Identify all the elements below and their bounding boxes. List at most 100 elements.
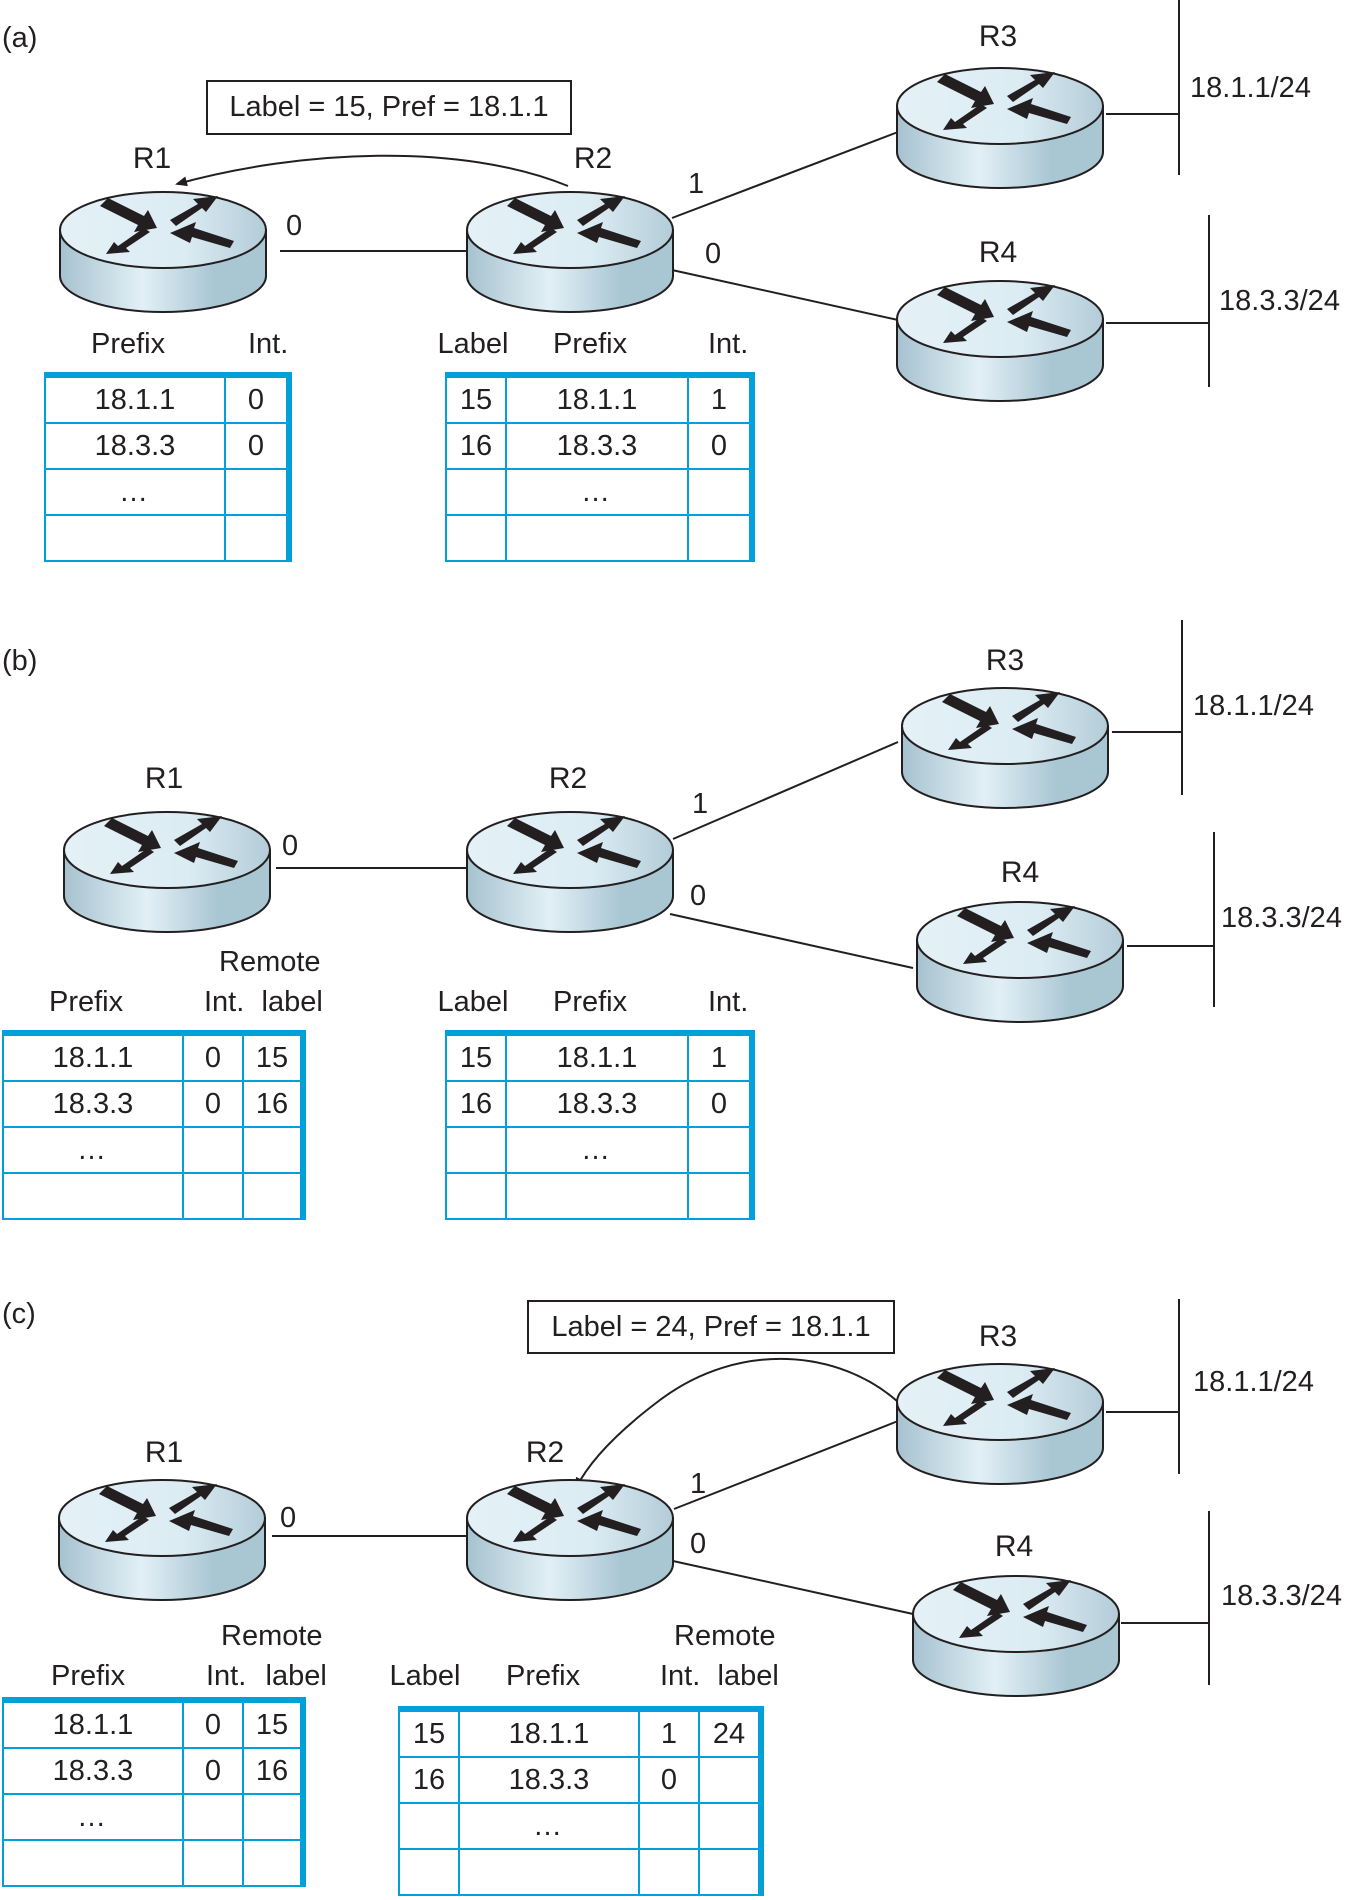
link-r2-r4-a: [671, 269, 899, 321]
table-cell: [698, 1802, 762, 1850]
table-cell: …: [2, 1126, 184, 1174]
panel-label-a: (a): [2, 22, 38, 54]
router-name-r4-a: R4: [978, 236, 1018, 269]
table-cell: [698, 1848, 762, 1896]
router-icon-r4-b[interactable]: [915, 896, 1125, 1024]
label-advertisement-c: Label = 24, Pref = 18.1.1: [527, 1300, 895, 1354]
table-cell: 0: [638, 1756, 700, 1804]
link-r2-r4-c: [672, 1560, 914, 1615]
table-row: [445, 1172, 753, 1220]
table-cell: 18.1.1: [505, 1032, 689, 1082]
interface-label-r2-0-c: 0: [690, 1528, 707, 1560]
table-cell: [445, 514, 507, 562]
interface-label-r1-0-b: 0: [282, 830, 299, 862]
router-icon-r1-c[interactable]: [57, 1474, 267, 1602]
table-cell: …: [458, 1802, 640, 1850]
interface-label-r1-0-a: 0: [286, 210, 303, 242]
r2-table-header-label-a: Label: [437, 328, 509, 360]
table-cell: 16: [242, 1080, 304, 1128]
table-cell: [445, 468, 507, 516]
table-cell: [182, 1172, 244, 1220]
router-icon-r2-c[interactable]: [465, 1474, 675, 1602]
panel-label-c: (c): [2, 1298, 36, 1330]
router-name-r2-c: R2: [525, 1436, 565, 1469]
table-row: …: [44, 468, 290, 516]
network-label-18-1-1-c: 18.1.1/24: [1193, 1366, 1314, 1398]
r2-table-header-prefix-a: Prefix: [553, 328, 628, 360]
label-advertisement-a: Label = 15, Pref = 18.1.1: [206, 80, 572, 135]
table-cell: [398, 1802, 460, 1850]
table-cell: 0: [224, 422, 290, 470]
table-cell: 18.3.3: [2, 1747, 184, 1795]
table-cell: [445, 1126, 507, 1174]
network-label-18-3-3-b: 18.3.3/24: [1221, 902, 1342, 934]
table-cell: 0: [687, 422, 753, 470]
router-icon-r3-a[interactable]: [895, 62, 1105, 190]
table-cell: 1: [687, 1032, 753, 1082]
network-label-18-1-1-b: 18.1.1/24: [1193, 690, 1314, 722]
r1-table-header-prefix-b: Prefix: [49, 986, 124, 1018]
router-icon-r2-a[interactable]: [465, 186, 675, 314]
r1-table-header-int-b: Int.: [204, 986, 245, 1018]
table-cell: 24: [698, 1708, 762, 1758]
table-row: …: [2, 1126, 304, 1174]
table-cell: 18.1.1: [2, 1032, 184, 1082]
r2-table-header-int-c: Int.: [660, 1660, 701, 1692]
table-cell: [224, 514, 290, 562]
router-icon-r3-c[interactable]: [895, 1358, 1105, 1486]
table-cell: [182, 1839, 244, 1887]
table-cell: [242, 1839, 304, 1887]
r2-table-header-prefix-b: Prefix: [553, 986, 628, 1018]
router-icon-r1-a[interactable]: [58, 186, 268, 314]
router-name-r4-b: R4: [1000, 856, 1040, 889]
router-icon-r1-b[interactable]: [62, 806, 272, 934]
interface-label-r2-1-c: 1: [690, 1468, 707, 1500]
router-icon-r4-c[interactable]: [911, 1570, 1121, 1698]
table-row: [398, 1848, 762, 1896]
router-icon-r4-a[interactable]: [895, 275, 1105, 403]
table-cell: …: [505, 1126, 689, 1174]
interface-label-r1-0-c: 0: [280, 1502, 297, 1534]
table-cell: [687, 1172, 753, 1220]
r2-table-header-label-c: Label: [389, 1660, 461, 1692]
router-name-r3-a: R3: [978, 20, 1018, 53]
table-cell: 16: [445, 1080, 507, 1128]
r2-table-header-prefix-c: Prefix: [506, 1660, 581, 1692]
table-cell: [687, 1126, 753, 1174]
table-cell: [687, 514, 753, 562]
link-r2-r3-c: [673, 1420, 899, 1510]
r1-table-header-label-c: label: [265, 1660, 327, 1692]
table-row: …: [445, 1126, 753, 1174]
table-cell: [182, 1793, 244, 1841]
table-row: …: [398, 1802, 762, 1850]
router-name-r3-b: R3: [985, 644, 1025, 677]
router-icon-r2-b[interactable]: [465, 806, 675, 934]
table-row: [445, 514, 753, 562]
table-row: …: [445, 468, 753, 516]
table-cell: 18.1.1: [505, 374, 689, 424]
link-r2-r3-b: [672, 741, 899, 840]
router-name-r2-a: R2: [573, 142, 613, 175]
table-cell: 18.3.3: [44, 422, 226, 470]
network-label-18-3-3-a: 18.3.3/24: [1219, 285, 1340, 317]
table-cell: 15: [445, 374, 507, 424]
router-icon-r3-b[interactable]: [900, 682, 1110, 810]
router-name-r3-c: R3: [978, 1320, 1018, 1353]
table-cell: [638, 1802, 700, 1850]
table-cell: 15: [242, 1032, 304, 1082]
table-cell: 16: [445, 422, 507, 470]
r1-table-header-remote-c: Remote: [221, 1620, 323, 1652]
